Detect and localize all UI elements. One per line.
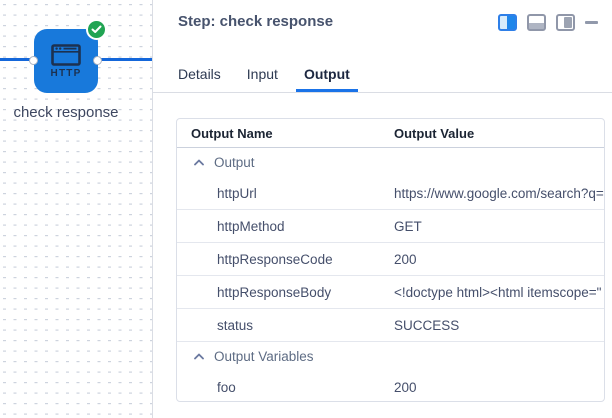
output-name-cell: httpResponseCode (217, 251, 333, 267)
table-row: status SUCCESS (177, 309, 604, 342)
table-row: httpUrl https://www.google.com/search?q= (177, 177, 604, 210)
output-name-cell: status (217, 317, 254, 333)
http-browser-icon: HTTP (51, 44, 82, 79)
output-table: Output Name Output Value Output httpUrl … (176, 118, 605, 402)
chevron-up-icon[interactable] (194, 353, 204, 360)
column-header-output-value: Output Value (394, 125, 475, 141)
tab-bar: Details Input Output (170, 59, 368, 92)
output-name-cell: foo (217, 379, 236, 395)
window-controls (498, 14, 598, 31)
table-header-row: Output Name Output Value (177, 119, 604, 148)
output-value-cell: GET (394, 218, 422, 234)
node-label: check response (13, 104, 119, 121)
output-value-cell: https://www.google.com/search?q= (394, 185, 604, 201)
success-check-badge (86, 19, 107, 40)
group-row-output[interactable]: Output (177, 148, 604, 177)
workflow-canvas[interactable]: HTTP check response (0, 0, 152, 418)
node-output-port[interactable] (93, 56, 102, 65)
output-name-cell: httpMethod (217, 218, 285, 234)
chevron-up-icon[interactable] (194, 159, 204, 166)
tab-details[interactable]: Details (178, 66, 221, 82)
column-header-output-name: Output Name (191, 125, 273, 141)
http-icon-label: HTTP (51, 68, 82, 79)
check-icon (91, 25, 102, 33)
node-input-port[interactable] (29, 56, 38, 65)
right-panel-view-button[interactable] (556, 14, 575, 31)
panel-title: Step: check response (178, 13, 334, 30)
output-value-cell: <!doctype html><html itemscope=" (394, 284, 602, 300)
output-name-cell: httpResponseBody (217, 284, 332, 300)
group-label: Output (214, 155, 255, 170)
output-name-cell: httpUrl (217, 185, 257, 201)
bottom-panel-view-button[interactable] (527, 14, 546, 31)
tab-output[interactable]: Output (295, 59, 358, 92)
table-row: httpMethod GET (177, 210, 604, 243)
output-value-cell: 200 (394, 251, 417, 267)
tab-input[interactable]: Input (246, 66, 278, 82)
tab-bar-underline (153, 92, 612, 93)
minimize-button[interactable] (585, 21, 598, 24)
output-value-cell: 200 (394, 379, 417, 395)
step-detail-panel: Step: check response Details Input Outpu… (153, 0, 612, 418)
http-step-node[interactable]: HTTP (34, 29, 98, 93)
panel-divider (152, 0, 153, 418)
right-panel-glyph (563, 17, 572, 28)
table-row: foo 200 (177, 371, 604, 401)
table-row: httpResponseCode 200 (177, 243, 604, 276)
output-value-cell: SUCCESS (394, 317, 460, 333)
group-row-output-variables[interactable]: Output Variables (177, 342, 604, 371)
group-label: Output Variables (214, 349, 314, 364)
split-view-button[interactable] (498, 14, 517, 31)
table-row: httpResponseBody <!doctype html><html it… (177, 276, 604, 309)
